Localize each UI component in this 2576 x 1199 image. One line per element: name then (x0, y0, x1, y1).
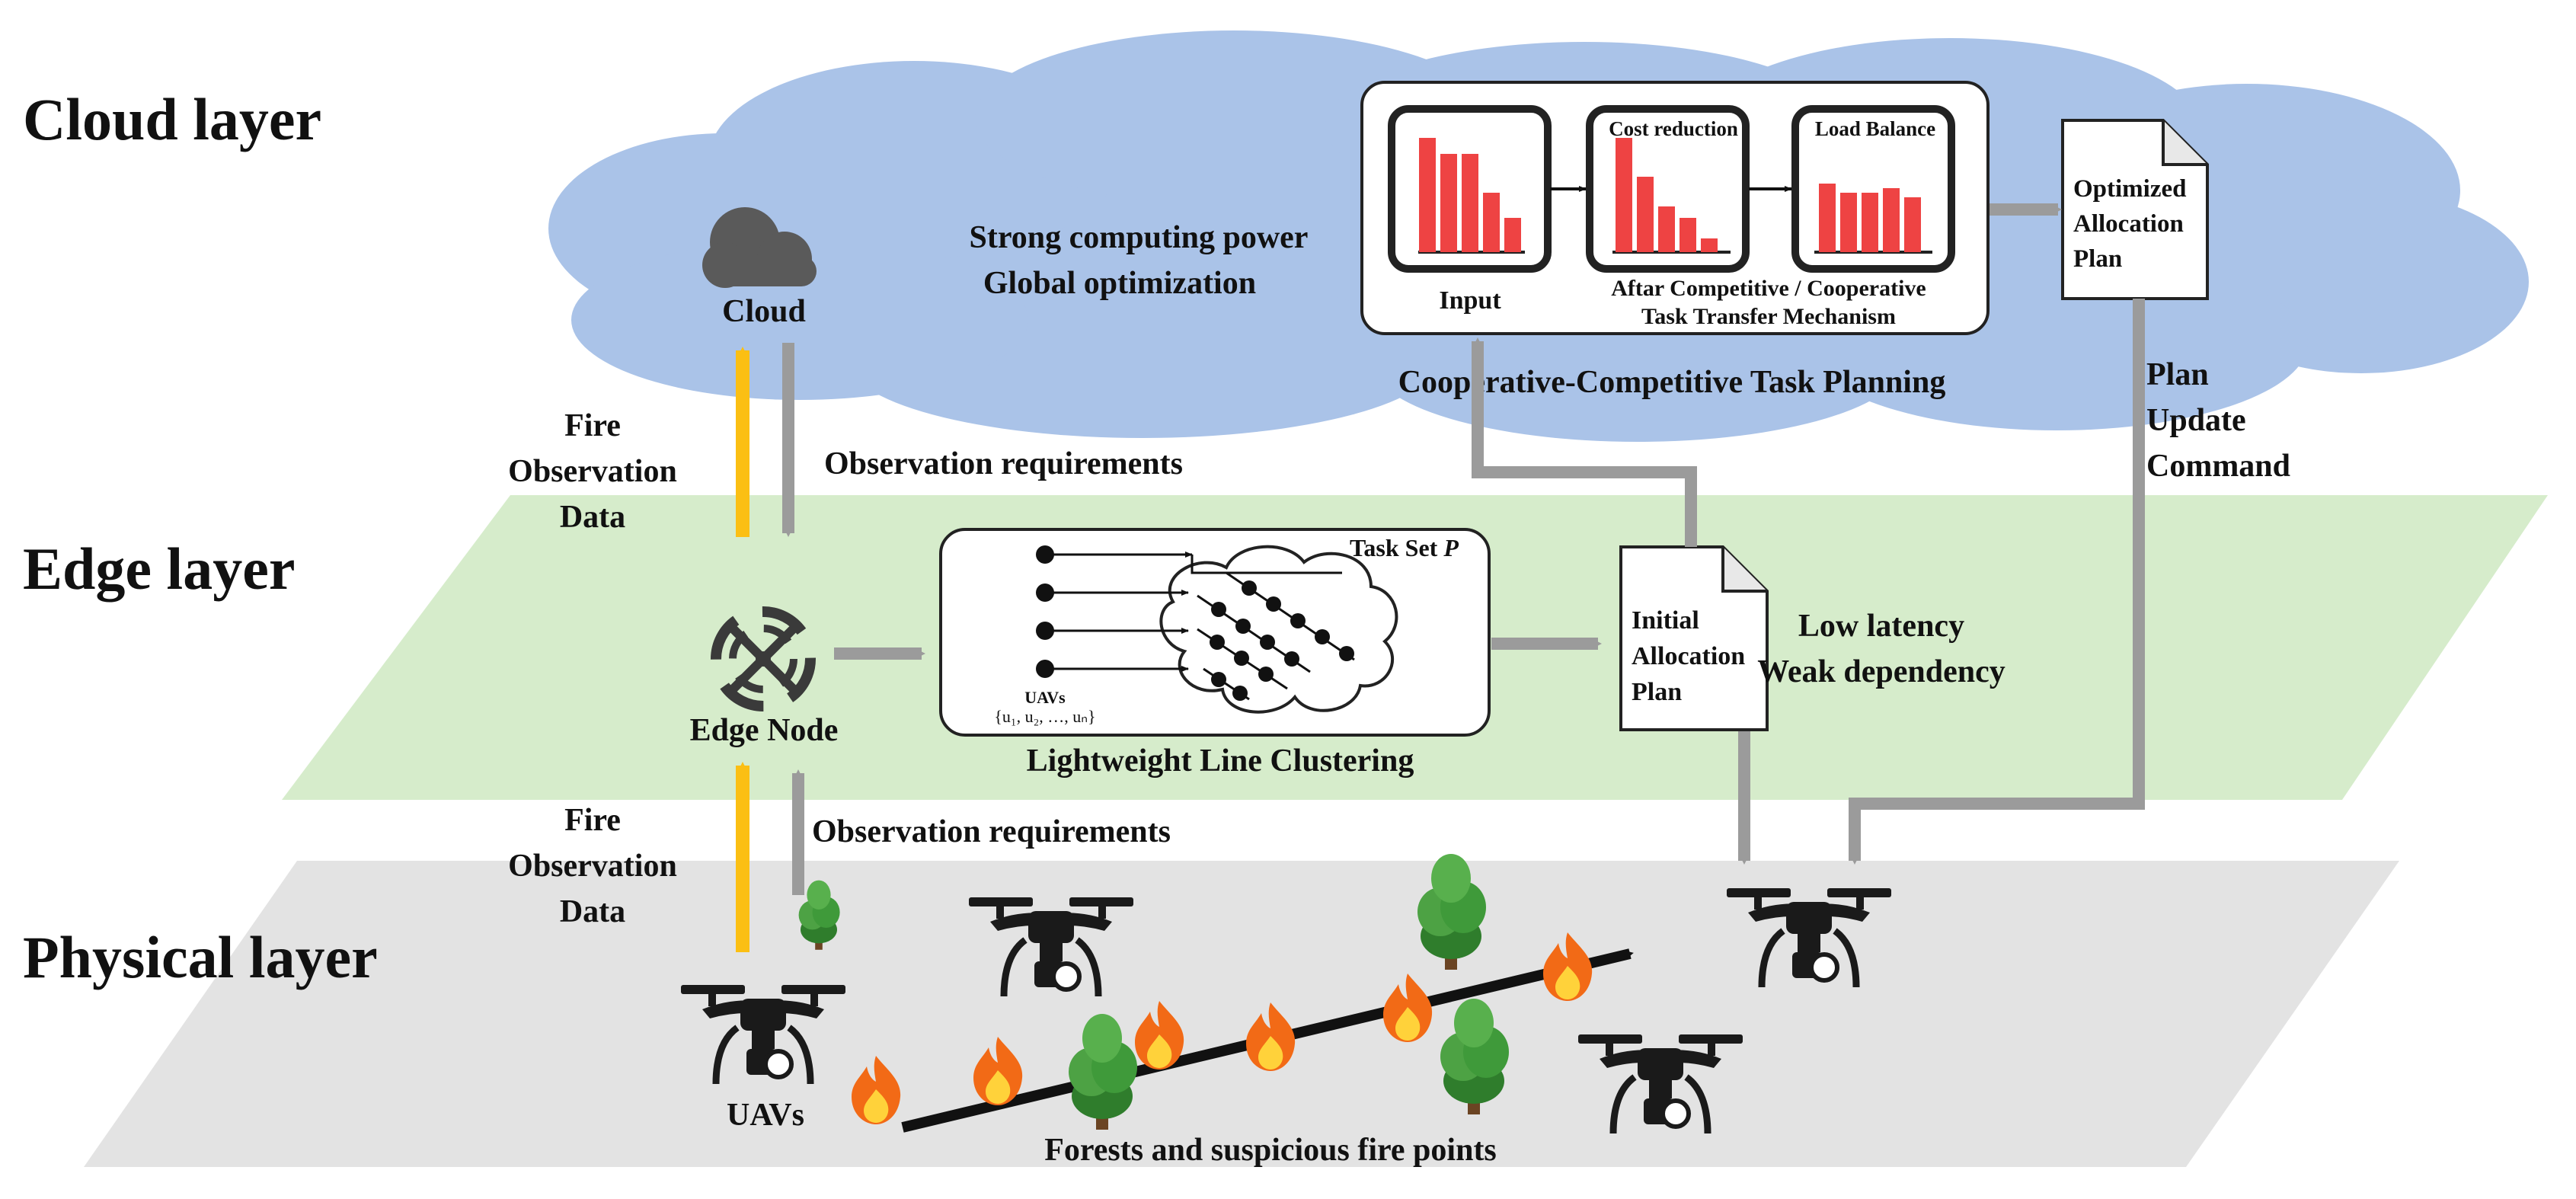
task-set-label: Task Set P (1350, 534, 1459, 561)
initial-doc-line3: Plan (1632, 678, 1682, 706)
fire-obs-lower-line3: Data (560, 894, 625, 929)
optimized-plan-document: Optimized Allocation Plan (2061, 119, 2209, 300)
fire-obs-lower-line1: Fire (564, 803, 621, 838)
line-clustering-panel: Task Set P UAVs {u₁, u₂, …, uₙ} (939, 528, 1491, 737)
arrow-plan-update (1849, 299, 2145, 865)
cost-bar (1658, 206, 1675, 252)
balance-bar (1904, 197, 1921, 252)
input-bar (1419, 138, 1436, 252)
optimized-doc-line1: Optimized (2073, 175, 2186, 203)
input-bar (1483, 193, 1500, 252)
cost-bar (1616, 138, 1632, 252)
forest-label: Forests and suspicious fire points (1044, 1133, 1497, 1168)
physical-plane (84, 861, 2399, 1167)
cloud-icon-label: Cloud (722, 294, 806, 329)
cloud-layer-label: Cloud layer (23, 86, 321, 152)
obs-req-lower-label: Observation requirements (812, 814, 1171, 849)
mechanism-line1: Aftar Competitive / Cooperative (1611, 276, 1926, 301)
cost-bar (1637, 177, 1654, 252)
cost-reduction-label: Cost reduction (1609, 117, 1738, 140)
edge-node-label: Edge Node (690, 713, 839, 748)
arrow-initial-to-planning (1472, 337, 1697, 547)
fire-obs-upper-line1: Fire (564, 408, 621, 443)
uavs-mini-label: UAVs (1024, 688, 1066, 707)
cost-bars (1616, 138, 1718, 252)
input-label: Input (1439, 286, 1501, 315)
balance-bars (1819, 184, 1921, 252)
task-planning-panel: Cost reduction Load Balance Input Aftar … (1360, 81, 1990, 335)
fire-obs-upper-line3: Data (560, 500, 625, 535)
physical-layer-label: Physical layer (23, 924, 378, 990)
optimized-doc-line3: Plan (2073, 245, 2122, 273)
uavs-set-label: {u₁, u₂, …, uₙ} (994, 707, 1095, 726)
clustering-title: Lightweight Line Clustering (1027, 743, 1414, 779)
input-bar (1504, 218, 1521, 252)
mechanism-line2: Task Transfer Mechanism (1641, 304, 1896, 329)
cloud-feature-optimization: Global optimization (983, 266, 1256, 301)
input-bars (1419, 138, 1521, 252)
task-points (1210, 580, 1354, 701)
input-bar (1440, 154, 1457, 252)
uav-source-dots (1036, 545, 1054, 678)
task-planning-title: Cooperative-Competitive Task Planning (1398, 365, 1946, 400)
edge-feature-latency: Low latency (1798, 609, 1964, 644)
balance-bar (1840, 193, 1857, 252)
plan-update-line3: Command (2146, 449, 2290, 484)
optimized-doc-line2: Allocation (2073, 210, 2184, 238)
edge-node-icon (711, 606, 816, 711)
task-set-cloud (1159, 545, 1398, 714)
input-bar (1462, 154, 1478, 252)
edge-layer-label: Edge layer (23, 536, 295, 602)
initial-plan-document: Initial Allocation Plan (1619, 545, 1769, 731)
plan-update-line1: Plan (2146, 357, 2209, 392)
initial-doc-line2: Allocation (1632, 642, 1745, 670)
load-balance-label: Load Balance (1815, 117, 1935, 140)
physical-uavs-label: UAVs (727, 1098, 804, 1133)
fire-obs-lower-line2: Observation (508, 849, 677, 884)
fire-obs-upper-line2: Observation (508, 454, 677, 489)
plan-update-line2: Update (2146, 403, 2246, 438)
obs-req-upper-label: Observation requirements (824, 446, 1183, 481)
cost-bar (1701, 238, 1718, 252)
balance-bar (1862, 193, 1878, 252)
initial-doc-line1: Initial (1632, 606, 1699, 635)
cloud-feature-computing: Strong computing power (970, 220, 1309, 255)
cost-bar (1680, 218, 1696, 252)
cloud-icon (702, 207, 817, 288)
edge-feature-dependency: Weak dependency (1757, 654, 2006, 689)
balance-bar (1883, 188, 1900, 252)
balance-bar (1819, 184, 1836, 252)
